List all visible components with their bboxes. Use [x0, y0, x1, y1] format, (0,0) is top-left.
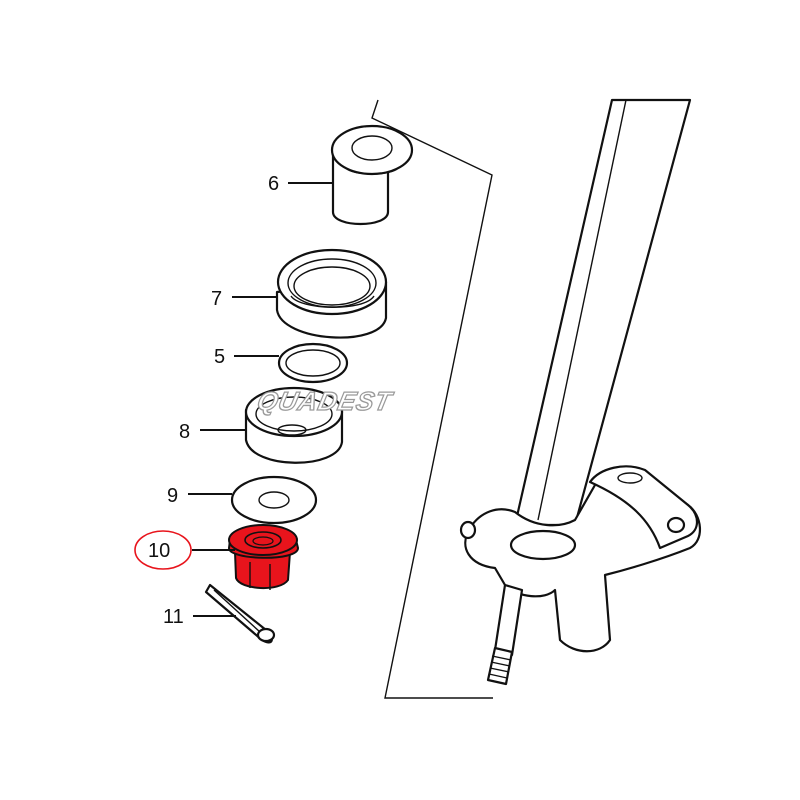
callout-9: 9 — [167, 485, 178, 507]
callout-6: 6 — [268, 173, 279, 195]
callout-8: 8 — [179, 421, 190, 443]
stem-thread — [486, 646, 514, 686]
part-7-bearing-race — [275, 248, 388, 339]
callout-10: 10 — [148, 540, 170, 562]
part-5-o-ring — [277, 342, 349, 384]
steering-stem-assembly — [459, 98, 701, 686]
callout-labels: 6 7 5 8 9 10 11 — [134, 173, 279, 628]
part-11-cotter-pin — [204, 583, 276, 644]
part-6-bushing — [330, 124, 414, 226]
assembly-boundary-line — [371, 99, 493, 699]
part-10-castle-nut — [228, 524, 300, 590]
part-9-washer — [230, 475, 318, 525]
leader-lines — [188, 182, 333, 617]
callout-10-highlight-ring — [134, 530, 192, 570]
watermark: QUADEST — [255, 386, 396, 416]
callout-7: 7 — [211, 288, 222, 310]
callout-5: 5 — [214, 346, 225, 368]
part-8-bearing-cup — [244, 386, 344, 464]
callout-11: 11 — [163, 606, 184, 628]
